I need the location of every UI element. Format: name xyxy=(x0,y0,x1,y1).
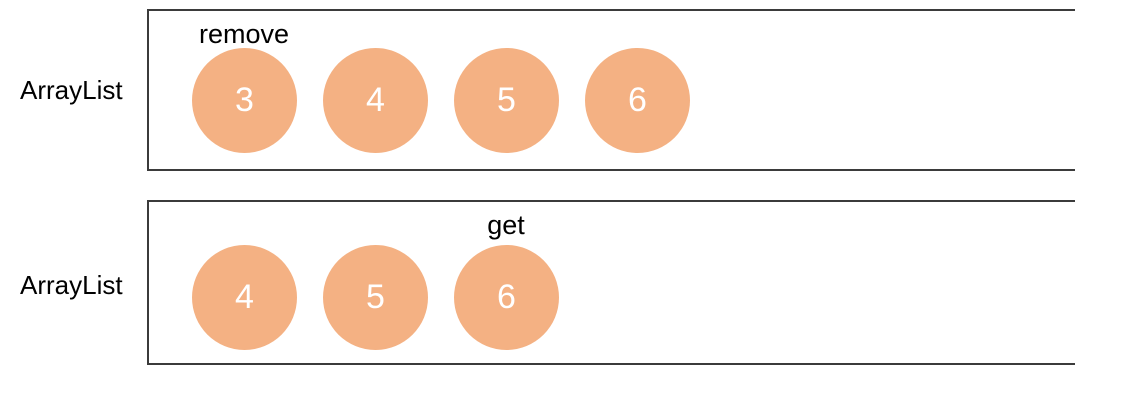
row2-list-box: get 4 5 6 xyxy=(147,200,1075,365)
row2-arraylist-label: ArrayList xyxy=(20,270,123,300)
row1-arraylist-label: ArrayList xyxy=(20,75,123,105)
row2-element-circle: 5 xyxy=(323,245,428,350)
row1-operation-label: remove xyxy=(198,19,290,49)
row1-element-circle: 5 xyxy=(454,48,559,153)
row1-element-circle: 4 xyxy=(323,48,428,153)
row2-element-circle: 6 xyxy=(454,245,559,350)
row1-list-box: remove 3 4 5 6 xyxy=(147,9,1075,171)
row2-operation-label: get xyxy=(487,210,525,240)
row1-element-circle: 3 xyxy=(192,48,297,153)
row2-element-circle: 4 xyxy=(192,245,297,350)
row1-element-circle: 6 xyxy=(585,48,690,153)
